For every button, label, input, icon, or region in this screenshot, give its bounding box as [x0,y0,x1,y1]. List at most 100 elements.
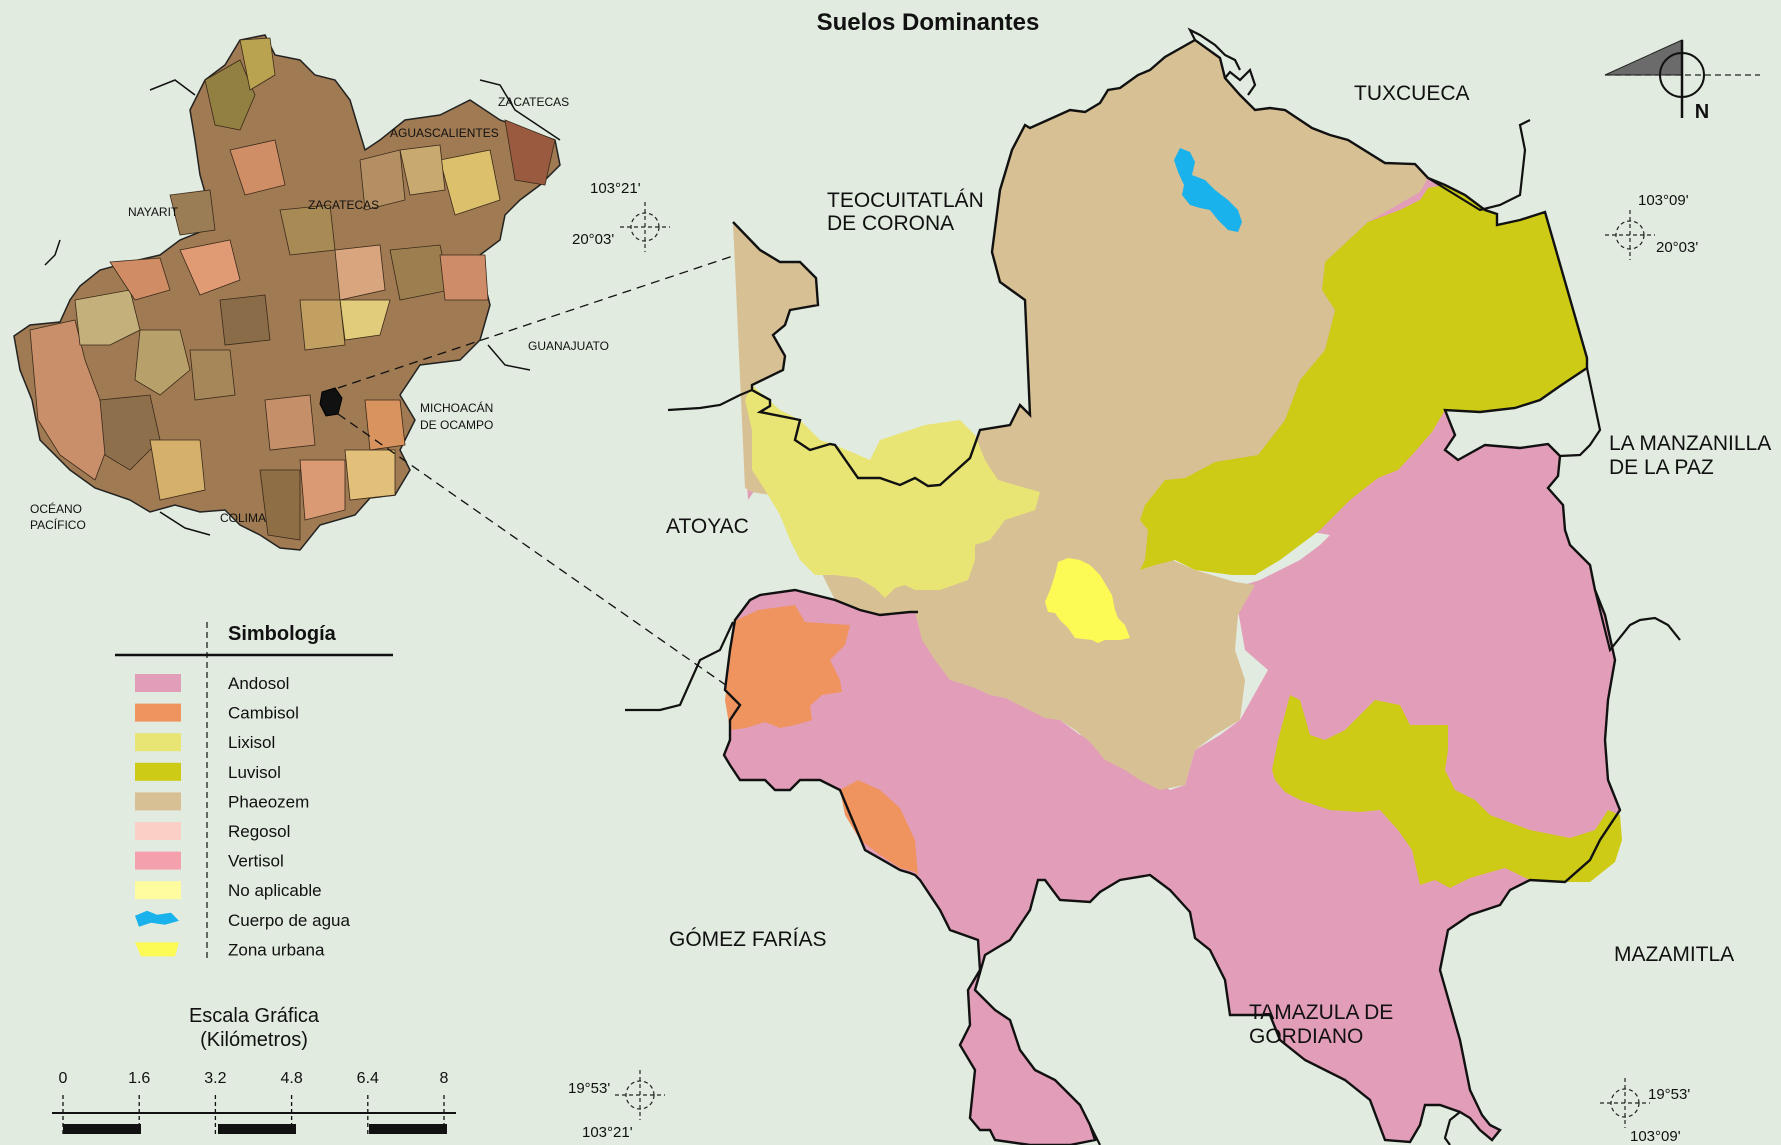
inset-border-line [479,79,561,141]
inset-municipality [439,149,501,216]
legend-title: Simbología [228,623,337,645]
legend-swatch [135,822,181,840]
inset-label-oceano-2: PACÍFICO [30,517,86,532]
legend-swatch [135,792,181,811]
scale-tick-label: 0 [59,1070,68,1087]
coordinate-mark-nw: 103°21' 20°03' [572,180,670,252]
inset-municipality [189,349,236,401]
inset-connector-line [337,250,749,389]
scale-segment [218,1124,296,1134]
neighbor-boundary-line [1593,589,1681,653]
inset-connector-line [337,413,731,689]
soil-region-luvisol-se [1272,695,1622,888]
inset-label-colima: COLIMA [220,511,266,525]
inset-municipality [264,394,316,451]
coord-sw-lon: 103°21' [582,1124,633,1141]
neighbor-label-tamazula-2: GORDIANO [1249,1025,1363,1048]
inset-municipality [389,244,451,301]
soil-region-lixisol [745,385,1040,598]
inset-label-nayarit: NAYARIT [128,205,179,219]
neighbor-boundary-line [1559,367,1602,458]
scale-tick-label: 1.6 [128,1070,150,1087]
coordinate-mark-ne: 103°09' 20°03' [1605,192,1698,260]
inset-municipality [299,299,346,351]
legend-swatch [135,910,179,927]
scale-tick-label: 8 [440,1070,449,1087]
north-arrow-icon: N [1604,39,1760,123]
north-label: N [1695,101,1709,123]
inset-municipality [359,149,406,211]
legend-swatch [135,942,179,957]
neighbor-boundary-line [1427,119,1531,212]
legend: Simbología AndosolCambisolLixisolLuvisol… [115,622,393,962]
legend-label: Andosol [228,674,289,693]
legend-swatch [135,674,181,692]
inset-municipality [109,257,171,301]
neighbor-boundary-line [1089,1124,1101,1145]
legend-label: Cuerpo de agua [228,911,350,930]
coordinate-mark-sw: 19°53' 103°21' [568,1070,665,1141]
legend-label: Regosol [228,822,290,841]
legend-label: Cambisol [228,704,299,723]
inset-label-zacatecas-top: ZACATECAS [498,95,569,109]
soil-region-phaeozem [733,40,1428,790]
legend-swatch [135,733,181,752]
inset-border-line [149,79,196,96]
coord-se-lat: 19°53' [1648,1086,1690,1103]
coordinate-mark-se: 19°53' 103°09' [1600,1078,1690,1145]
legend-swatch [135,851,181,870]
neighbor-label-tuxcueca: TUXCUECA [1354,82,1470,105]
legend-swatch [135,762,181,781]
inset-municipality [179,239,241,296]
neighbor-label-mazamitla: MAZAMITLA [1614,943,1734,966]
neighbor-label-gomez-farias: GÓMEZ FARÍAS [669,928,827,951]
inset-municipality [279,204,336,256]
inset-municipality [99,394,161,471]
inset-municipality [169,189,216,236]
scale-title-1: Escala Gráfica [189,1005,320,1027]
inset-municipality [204,59,256,131]
inset-municipality [344,449,396,501]
inset-label-oceano-1: OCÉANO [30,501,82,516]
water-body [1174,148,1242,232]
inset-label-aguascalientes: AGUASCALIENTES [390,126,499,140]
neighbor-label-la-manzanilla-2: DE LA PAZ [1609,456,1714,479]
neighbor-boundary-line [667,388,753,412]
inset-border-line [159,511,211,536]
scale-title-2: (Kilómetros) [200,1029,308,1051]
inset-municipality [399,144,446,196]
inset-municipality [439,254,489,301]
neighbor-boundary-line [625,621,734,712]
neighbor-boundary-line [1224,67,1257,96]
inset-border-line [487,344,531,371]
main-municipality-map: N 103°21' 20°03' 103°09' 20°03' 19°53' 1… [568,27,1771,1145]
legend-label: Zona urbana [228,940,325,959]
neighbor-label-teocuitatlan-2: DE CORONA [827,212,954,235]
legend-swatch [135,703,181,722]
coord-ne-lat: 20°03' [1656,239,1698,256]
soil-region-cambisol-w [725,605,850,730]
neighbor-boundary-line [1443,1111,1461,1145]
inset-municipality [219,294,271,346]
scale-segment [369,1124,447,1134]
inset-label-michoacan-1: MICHOACÁN [420,400,493,415]
neighbor-boundary-line [1187,27,1241,71]
inset-label-guanajuato: GUANAJUATO [528,339,609,353]
legend-label: No aplicable [228,881,322,900]
inset-label-zacatecas: ZACATECAS [308,198,379,212]
soil-region-cambisol-s [840,780,918,875]
neighbor-label-tamazula-1: TAMAZULA DE [1249,1001,1393,1024]
scale-tick-label: 4.8 [280,1070,302,1087]
scale-tick-label: 3.2 [204,1070,226,1087]
inset-municipality [504,119,556,186]
inset-municipality [239,37,276,91]
legend-label: Lixisol [228,733,275,752]
inset-municipality [299,459,346,521]
municipality-outline [722,38,1622,1145]
inset-municipality [259,469,301,541]
inset-municipality [149,439,206,501]
inset-label-michoacan-2: DE OCAMPO [420,418,493,432]
coord-se-lon: 103°09' [1630,1128,1681,1145]
inset-municipality [334,244,386,301]
